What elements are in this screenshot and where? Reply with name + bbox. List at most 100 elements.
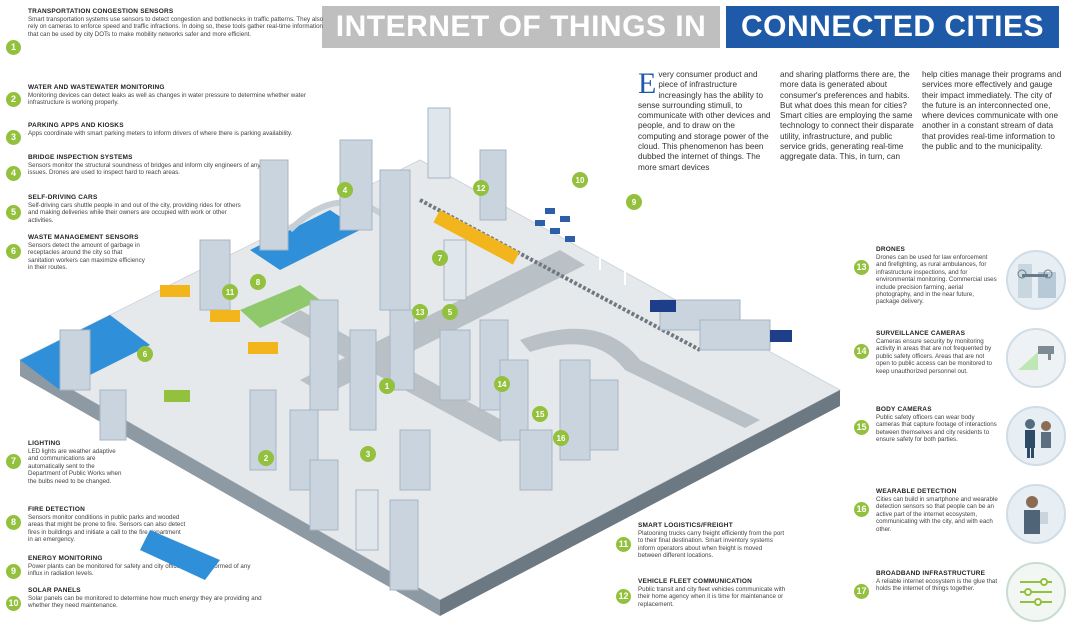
marker-badge: 14 — [854, 344, 869, 359]
right-item-17: 17 BROADBAND INFRASTRUCTURE A reliable i… — [854, 570, 999, 599]
marker-badge: 7 — [6, 454, 21, 469]
item-desc: Solar panels can be monitored to determi… — [28, 595, 262, 610]
map-marker-7: 7 — [432, 250, 448, 266]
item-desc: Platooning trucks carry freight efficien… — [638, 530, 785, 560]
city-ground — [18, 159, 842, 601]
map-marker-12: 12 — [473, 180, 489, 196]
broadband-icon — [1006, 562, 1066, 622]
intro-col1-text: very consumer product and piece of infra… — [638, 70, 771, 172]
svg-text:6: 6 — [143, 350, 148, 359]
svg-text:8: 8 — [256, 278, 261, 287]
svg-text:3: 3 — [366, 450, 371, 459]
svg-text:16: 16 — [557, 434, 566, 443]
left-item-2: 2 WATER AND WASTEWATER MONITORING Monito… — [6, 84, 326, 107]
map-marker-4: 4 — [337, 182, 353, 198]
item-title: DRONES — [876, 246, 906, 253]
svg-text:2: 2 — [264, 454, 269, 463]
item-desc: Sensors monitor the structural soundness… — [28, 162, 261, 177]
item-desc: LED lights are weather adaptive and comm… — [28, 448, 122, 485]
item-desc: Sensors monitor conditions in public par… — [28, 514, 186, 544]
map-marker-11: 11 — [222, 284, 238, 300]
item-desc: Public safety officers can wear body cam… — [876, 414, 997, 444]
svg-text:15: 15 — [536, 410, 545, 419]
marker-badge: 13 — [854, 260, 869, 275]
marker-badge: 15 — [854, 420, 869, 435]
map-marker-15: 15 — [532, 406, 548, 422]
item-title: FIRE DETECTION — [28, 506, 85, 513]
marker-badge: 1 — [6, 40, 21, 55]
item-title: WASTE MANAGEMENT SENSORS — [28, 234, 139, 241]
body-camera-icon — [1006, 406, 1066, 466]
map-marker-13: 13 — [412, 304, 428, 320]
water-top — [250, 210, 360, 270]
marker-badge: 8 — [6, 515, 21, 530]
svg-text:14: 14 — [498, 380, 507, 389]
marker-badge: 11 — [616, 537, 631, 552]
item-desc: Power plants can be monitored for safety… — [28, 563, 251, 578]
train — [433, 210, 520, 265]
marker-badge: 9 — [6, 564, 21, 579]
blue-trucks — [650, 300, 792, 342]
item-desc: Sensors detect the amount of garbage in … — [28, 242, 145, 272]
item-title: TRANSPORTATION CONGESTION SENSORS — [28, 8, 174, 15]
item-title: SURVEILLANCE CAMERAS — [876, 330, 966, 337]
map-marker-10: 10 — [572, 172, 588, 188]
marker-badge: 12 — [616, 589, 631, 604]
item-desc: Cities can build in smartphone and weara… — [876, 496, 998, 533]
item-title: WEARABLE DETECTION — [876, 488, 957, 495]
item-title: VEHICLE FLEET COMMUNICATION — [638, 578, 752, 585]
item-desc: Self-driving cars shuttle people in and … — [28, 202, 241, 224]
water-bottom — [140, 530, 220, 580]
item-title: ENERGY MONITORING — [28, 555, 103, 562]
marker-badge: 10 — [6, 596, 21, 611]
map-marker-5: 5 — [442, 304, 458, 320]
svg-text:13: 13 — [416, 308, 425, 317]
item-desc: Apps coordinate with smart parking meter… — [28, 130, 293, 137]
trucks — [160, 285, 278, 402]
svg-text:7: 7 — [438, 254, 443, 263]
svg-text:1: 1 — [385, 382, 390, 391]
item-title: SOLAR PANELS — [28, 587, 81, 594]
map-markers: 1 2 3 4 5 6 7 8 9 10 11 12 13 14 15 16 — [137, 172, 642, 466]
item-title: WATER AND WASTEWATER MONITORING — [28, 84, 165, 91]
title-part2: CONNECTED CITIES — [726, 6, 1059, 48]
item-title: PARKING APPS AND KIOSKS — [28, 122, 124, 129]
left-item-4: 4 BRIDGE INSPECTION SYSTEMS Sensors moni… — [6, 154, 276, 181]
title-part1: INTERNET OF THINGS IN — [322, 6, 720, 48]
marker-badge: 4 — [6, 166, 21, 181]
item-desc: Public transit and city fleet vehicles c… — [638, 586, 786, 608]
item-desc: Cameras ensure security by monitoring ac… — [876, 338, 992, 375]
svg-text:4: 4 — [343, 186, 348, 195]
park — [240, 285, 320, 328]
item-title: BODY CAMERAS — [876, 406, 932, 413]
marker-badge: 5 — [6, 205, 21, 220]
wearable-icon — [1006, 484, 1066, 544]
marker-badge: 6 — [6, 244, 21, 259]
map-marker-6: 6 — [137, 346, 153, 362]
svg-text:11: 11 — [226, 288, 235, 297]
svg-text:9: 9 — [632, 198, 637, 207]
left-item-7: 7 LIGHTING LED lights are weather adapti… — [6, 440, 124, 485]
svg-text:5: 5 — [448, 308, 453, 317]
svg-text:12: 12 — [477, 184, 486, 193]
item-title: SMART LOGISTICS/FREIGHT — [638, 522, 733, 529]
item-title: SELF-DRIVING CARS — [28, 194, 98, 201]
item-title: BROADBAND INFRASTRUCTURE — [876, 570, 986, 577]
map-marker-9: 9 — [626, 194, 642, 210]
right-item-14: 14 SURVEILLANCE CAMERAS Cameras ensure s… — [854, 330, 999, 375]
right-item-16: 16 WEARABLE DETECTION Cities can build i… — [854, 488, 999, 533]
right-item-13: 13 DRONES Drones can be used for law enf… — [854, 246, 999, 306]
left-item-3: 3 PARKING APPS AND KIOSKS Apps coordinat… — [6, 122, 306, 145]
dropcap: E — [638, 67, 657, 100]
left-item-10: 10 SOLAR PANELS Solar panels can be moni… — [6, 587, 266, 611]
surveillance-camera-icon — [1006, 328, 1066, 388]
map-marker-16: 16 — [553, 430, 569, 446]
map-marker-14: 14 — [494, 376, 510, 392]
solar-panels — [535, 208, 575, 242]
svg-text:10: 10 — [576, 176, 585, 185]
left-item-1: 1 TRANSPORTATION CONGESTION SENSORS Smar… — [6, 8, 326, 55]
marker-badge: 3 — [6, 130, 21, 145]
city-illustration: 1 2 3 4 5 6 7 8 9 10 11 12 13 14 15 16 — [18, 107, 842, 616]
marker-badge: 16 — [854, 502, 869, 517]
towers — [355, 107, 467, 551]
